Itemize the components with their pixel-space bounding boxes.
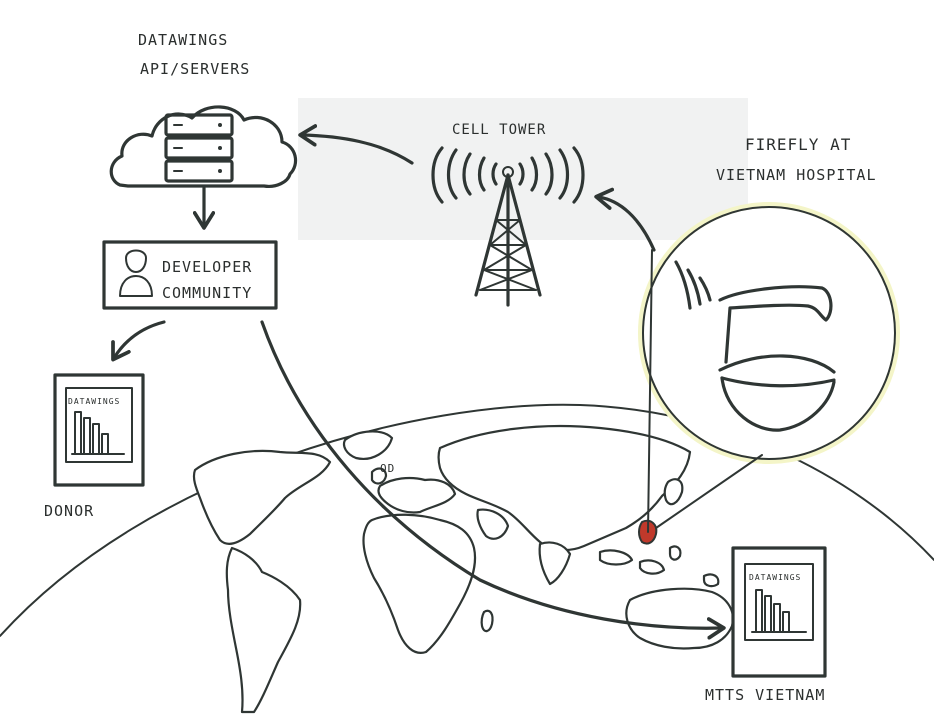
mtts-report-icon bbox=[731, 546, 827, 678]
donor-report-icon bbox=[53, 373, 145, 487]
mtts-label: MTTS VIETNAM bbox=[705, 686, 825, 704]
servers-label-line1: DATAWINGS bbox=[138, 31, 228, 49]
arrow-developers-to-donor bbox=[111, 320, 166, 362]
firefly-label-line1: FIREFLY AT bbox=[745, 135, 851, 154]
globe-horizon bbox=[0, 403, 934, 637]
donor-report-title: DATAWINGS bbox=[68, 397, 120, 406]
map-note: OD bbox=[380, 462, 395, 475]
world-map-icon bbox=[192, 424, 735, 714]
donor-label: DONOR bbox=[44, 502, 94, 520]
developer-label-line2: COMMUNITY bbox=[162, 284, 252, 302]
cell-tower-label: CELL TOWER bbox=[452, 122, 546, 138]
developer-label-line1: DEVELOPER bbox=[162, 258, 252, 276]
arrow-developers-to-mtts bbox=[260, 320, 726, 640]
servers-label-line2: API/SERVERS bbox=[140, 60, 250, 78]
user-icon bbox=[119, 249, 153, 297]
arrow-tower-to-servers bbox=[298, 124, 414, 165]
mtts-report-title: DATAWINGS bbox=[749, 573, 801, 582]
arrow-firefly-to-tower bbox=[594, 187, 656, 252]
firefly-device-icon bbox=[638, 202, 900, 533]
developer-community-box bbox=[102, 240, 278, 310]
cloud-server-icon bbox=[109, 105, 298, 188]
cell-tower-icon bbox=[431, 146, 585, 307]
firefly-label-line2: VIETNAM HOSPITAL bbox=[716, 166, 877, 184]
